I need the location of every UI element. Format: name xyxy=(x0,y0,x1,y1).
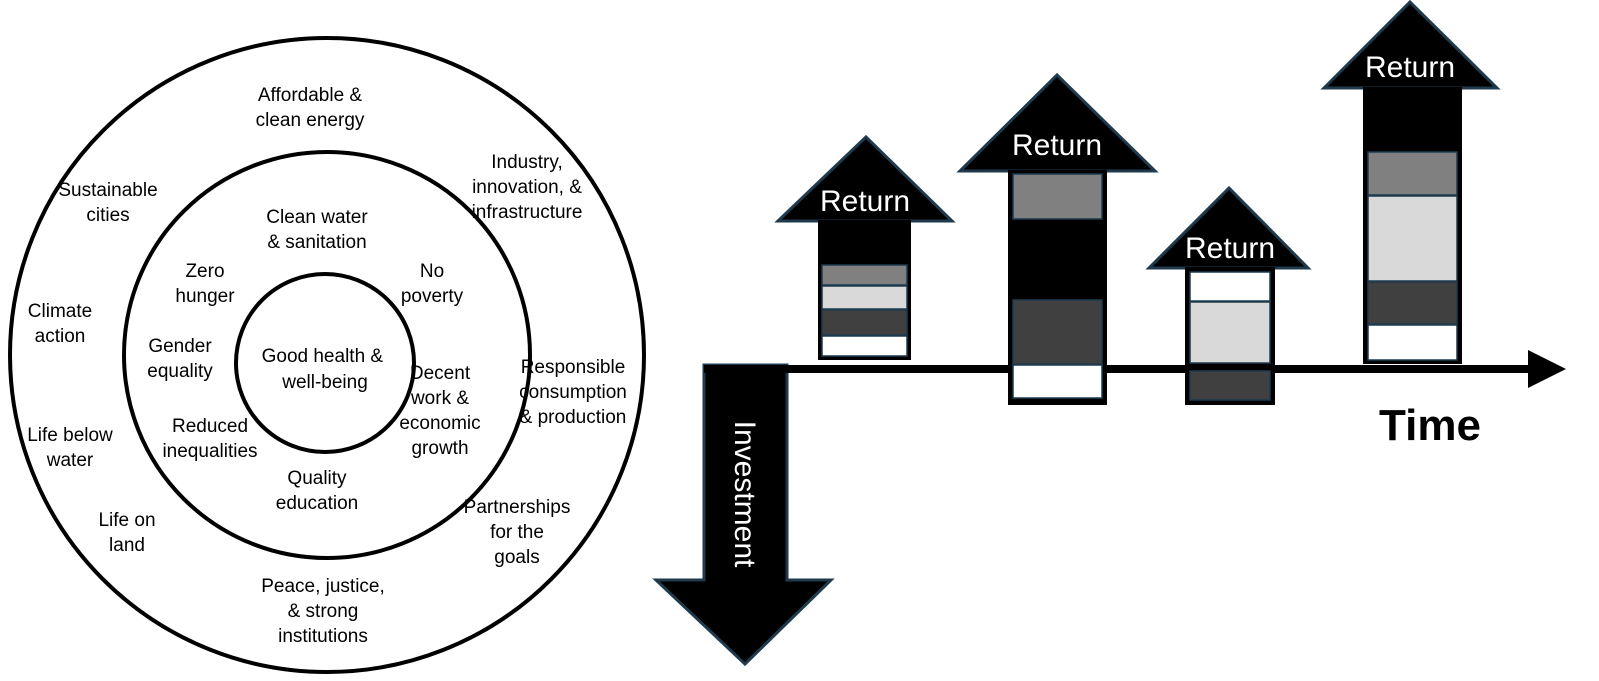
return-arrow-3-band-white xyxy=(1189,271,1271,302)
return-arrow-1-band-mid xyxy=(821,264,908,286)
time-axis-label: Time xyxy=(1379,401,1481,450)
return-arrow-4-band-dark xyxy=(1367,281,1458,325)
return-arrow-2: Return xyxy=(956,72,1159,405)
return-arrow-3: Return xyxy=(1145,185,1312,405)
return-arrow-2-band-dark xyxy=(1012,299,1103,365)
return-arrow-4-band-mid xyxy=(1367,151,1458,196)
return-arrow-1: Return xyxy=(774,134,956,360)
affordable-energy-label: Affordable &clean energy xyxy=(256,85,365,131)
inner-ring xyxy=(234,272,416,454)
return-arrow-3-band-dark xyxy=(1189,370,1271,401)
middle-ring xyxy=(122,150,532,560)
return-arrow-4-band-light xyxy=(1367,195,1458,282)
return-arrow-3-band-light xyxy=(1189,301,1271,364)
investment-return-timeline: Investment Time Return Return xyxy=(652,0,1566,667)
return-arrow-3-label: Return xyxy=(1185,232,1275,265)
return-arrow-4-band-white xyxy=(1367,324,1458,361)
return-arrow-2-band-white xyxy=(1012,364,1103,399)
investment-arrow-shape xyxy=(652,363,835,667)
outer-ring xyxy=(8,36,646,674)
time-axis: Time xyxy=(704,350,1566,450)
return-arrow-1-band-dark xyxy=(821,309,908,336)
time-axis-arrowhead xyxy=(1528,350,1566,388)
clean-water-label: Clean water& sanitation xyxy=(266,207,368,253)
return-arrow-1-label: Return xyxy=(820,185,910,218)
outer-ring-labels: Affordable &clean energyIndustry,innovat… xyxy=(27,85,627,647)
sdg-circles: Good health & well-being Clean water& sa… xyxy=(8,36,646,674)
return-arrow-2-label: Return xyxy=(1012,129,1102,162)
return-arrow-1-band-light xyxy=(821,285,908,310)
industry-innovation-label: Industry,innovation, &infrastructure xyxy=(472,152,583,223)
investment-label: Investment xyxy=(728,421,761,568)
return-arrow-4: Return xyxy=(1320,0,1501,364)
return-arrow-2-band-mid xyxy=(1012,173,1103,220)
return-arrow-1-band-white xyxy=(821,335,908,357)
return-arrow-4-label: Return xyxy=(1365,51,1455,84)
investment-arrow: Investment xyxy=(652,363,835,667)
center-label: Good health & well-being xyxy=(262,346,389,393)
